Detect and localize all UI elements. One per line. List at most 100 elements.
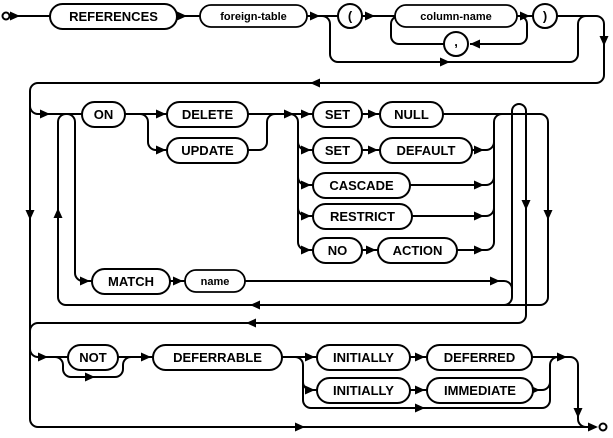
arrow-right-icon [80, 276, 90, 286]
arrow-right-icon [305, 352, 315, 362]
keyword-not-label: NOT [79, 350, 107, 365]
rail-initially-bypass [302, 382, 551, 409]
arrow-down-icon [521, 200, 531, 210]
arrow-right-icon [474, 245, 484, 255]
arrow-down-icon [25, 210, 35, 220]
arrow-left-icon [250, 300, 260, 310]
arrow-right-icon [85, 372, 95, 382]
nonterminal-foreign-table-label: foreign-table [220, 11, 287, 23]
arrow-right-icon [40, 109, 50, 119]
arrow-right-icon [156, 109, 166, 119]
arrow-right-icon [310, 11, 320, 21]
arrow-right-icon [301, 145, 311, 155]
literal-rparen-label: ) [543, 9, 547, 24]
arrow-right-icon [490, 276, 500, 286]
literal-lparen: ( [337, 3, 363, 29]
keyword-not: NOT [67, 344, 119, 371]
nonterminal-name-label: name [201, 276, 230, 288]
arrow-up-icon [53, 208, 63, 218]
keyword-default: DEFAULT [379, 137, 473, 164]
keyword-delete: DELETE [166, 101, 249, 128]
rail-delete-update-merge [248, 113, 313, 151]
keyword-references: REFERENCES [49, 3, 178, 30]
arrow-right-icon [295, 422, 305, 432]
keyword-action-label: ACTION [393, 243, 443, 258]
arrow-right-icon [301, 211, 311, 221]
arrow-right-icon [368, 109, 378, 119]
keyword-restrict-label: RESTRICT [330, 209, 395, 224]
arrow-right-icon [415, 403, 425, 413]
rail-initially-split [282, 356, 317, 391]
nonterminal-column-name[interactable]: column-name [394, 4, 518, 28]
literal-comma-label: , [454, 34, 458, 49]
arrow-right-icon [173, 276, 183, 286]
keyword-action: ACTION [377, 237, 458, 264]
arrow-right-icon [415, 352, 425, 362]
rail-initially-gaps [410, 356, 427, 391]
literal-comma: , [443, 31, 469, 57]
keyword-initially-deferred: INITIALLY [316, 344, 411, 371]
nonterminal-foreign-table[interactable]: foreign-table [199, 4, 308, 28]
rail-column-list-bypass [321, 15, 587, 63]
arrow-right-icon [177, 11, 187, 21]
start-terminal-icon [1, 11, 11, 21]
keyword-on: ON [81, 101, 126, 128]
keyword-no: NO [312, 237, 363, 264]
arrow-right-icon [305, 385, 315, 395]
keyword-initially2-label: INITIALLY [333, 383, 394, 398]
arrow-down-icon [573, 408, 583, 418]
rail-on-split [125, 113, 167, 151]
arrow-left-icon [310, 78, 320, 88]
keyword-set1-label: SET [325, 107, 350, 122]
keyword-default-label: DEFAULT [397, 143, 456, 158]
nonterminal-name[interactable]: name [184, 269, 246, 293]
keyword-cascade: CASCADE [312, 172, 411, 199]
keyword-set-default: SET [312, 137, 363, 164]
arrow-right-icon [440, 57, 450, 67]
arrow-left-icon [246, 318, 256, 328]
keyword-references-label: REFERENCES [69, 9, 158, 24]
keyword-on-label: ON [94, 107, 114, 122]
rail-action-merge-vertical [410, 113, 503, 251]
keyword-set2-label: SET [325, 143, 350, 158]
keyword-set-null: SET [312, 101, 363, 128]
arrow-right-icon [156, 145, 166, 155]
rail-on-entry [29, 105, 82, 115]
keyword-deferred-label: DEFERRED [444, 350, 516, 365]
arrow-right-icon [474, 180, 484, 190]
keyword-deferrable: DEFERRABLE [152, 344, 283, 371]
keyword-immediate: IMMEDIATE [426, 377, 534, 404]
rail-action-row1-and-loopback [66, 113, 549, 306]
keyword-null: NULL [379, 101, 444, 128]
keyword-deferred: DEFERRED [426, 344, 533, 371]
arrow-right-icon [141, 352, 151, 362]
keyword-initially-immediate: INITIALLY [316, 377, 411, 404]
literal-lparen-label: ( [348, 9, 353, 24]
arrow-right-icon [301, 109, 311, 119]
arrow-right-icon [365, 11, 375, 21]
rail-not-entry [29, 348, 68, 358]
keyword-no-label: NO [328, 243, 348, 258]
keyword-restrict: RESTRICT [312, 203, 413, 230]
rail-exit-hump [29, 102, 527, 332]
keyword-match: MATCH [91, 268, 171, 295]
keyword-deferrable-label: DEFERRABLE [173, 350, 262, 365]
arrow-down-icon [543, 210, 553, 220]
keyword-cascade-label: CASCADE [329, 178, 394, 193]
arrow-right-icon [301, 180, 311, 190]
arrow-right-icon [368, 145, 378, 155]
arrow-right-icon [415, 385, 425, 395]
arrow-left-icon [470, 39, 480, 49]
keyword-null-label: NULL [394, 107, 429, 122]
arrow-right-icon [474, 211, 484, 221]
arrow-right-icon [366, 245, 376, 255]
arrow-right-icon [474, 145, 484, 155]
rail-loop-return [57, 113, 67, 306]
keyword-update-label: UPDATE [181, 143, 234, 158]
arrow-right-icon [557, 352, 567, 362]
keyword-immediate-label: IMMEDIATE [444, 383, 516, 398]
literal-rparen: ) [532, 3, 558, 29]
arrow-down-icon [599, 36, 609, 46]
rail-immediate-merge [533, 356, 559, 391]
